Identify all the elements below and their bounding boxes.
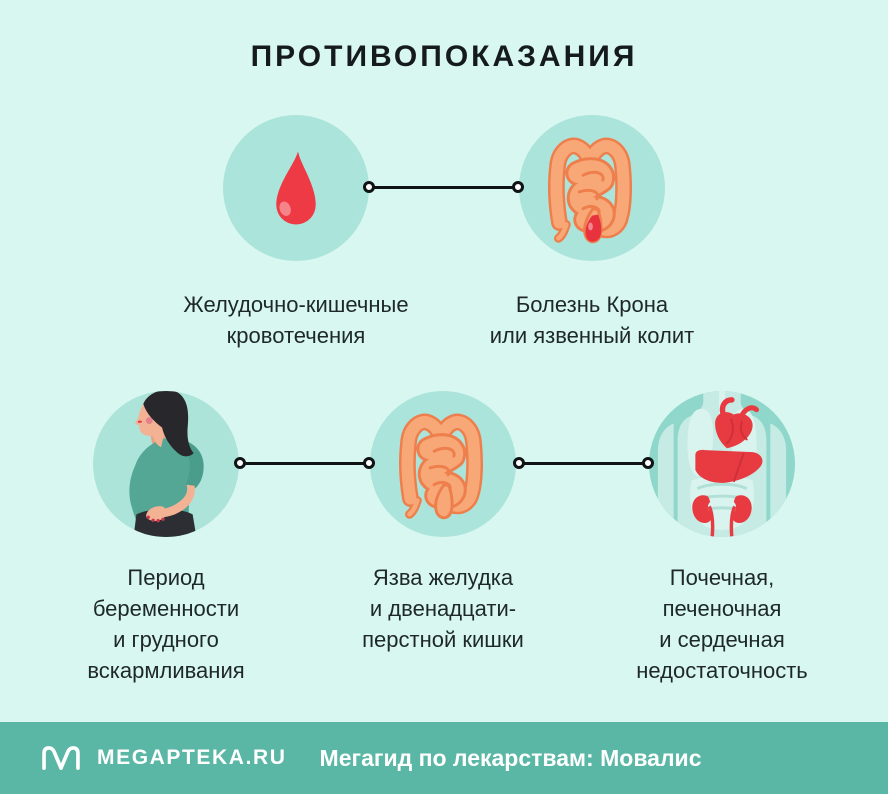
icon-circle-pregnancy [92, 390, 240, 538]
icon-circle-gi-bleeding [222, 114, 370, 262]
item-label-gi-bleeding: Желудочно-кишечные кровотечения [183, 292, 409, 348]
megapteka-logo-icon [42, 746, 80, 770]
blood-drop-icon [222, 114, 370, 262]
intestine-icon [369, 390, 517, 538]
inflamed-intestine-icon [518, 114, 666, 262]
connector-line [234, 457, 375, 469]
item-label-crohn-colitis: Болезнь Крона или язвенный колит [489, 292, 695, 348]
icon-circle-organ-failure [648, 390, 796, 538]
brand-name: MEGAPTEKA.RU [97, 746, 287, 769]
page-title: ПРОТИВОПОКАЗАНИЯ [250, 40, 638, 73]
icon-circle-ulcer [369, 390, 517, 538]
item-label-ulcer: Язва желудка и двенадцати- перстной кишк… [362, 565, 524, 652]
footer-caption: Мегагид по лекарствам: Мовалис [319, 744, 702, 771]
icon-circle-crohn-colitis [518, 114, 666, 262]
footer-bar: MEGAPTEKA.RU Мегагид по лекарствам: Мова… [0, 722, 888, 794]
pregnant-woman-icon [92, 390, 240, 538]
organs-icon [648, 390, 796, 538]
connector-line [363, 181, 524, 193]
item-label-pregnancy: Период беременности и грудного вскармлив… [87, 565, 245, 683]
item-label-organ-failure: Почечная, печеночная и сердечная недоста… [636, 565, 808, 683]
connector-line [513, 457, 654, 469]
